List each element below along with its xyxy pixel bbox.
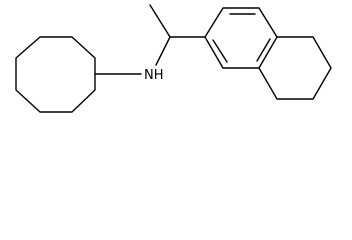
bond-nitrogen-ch	[155, 36, 171, 66]
molecule-canvas: NH	[15, 4, 332, 113]
aromatic-ring	[204, 7, 278, 69]
nitrogen-label: NH	[144, 68, 164, 83]
cyclooctane-ring	[15, 36, 96, 113]
tetrahydro-ring	[258, 36, 332, 100]
aromatic-double-bond-2	[256, 38, 271, 62]
aromatic-double-bond-3	[212, 39, 228, 63]
bond-methyl	[149, 4, 171, 38]
molecule-diagram: NH	[15, 4, 332, 113]
